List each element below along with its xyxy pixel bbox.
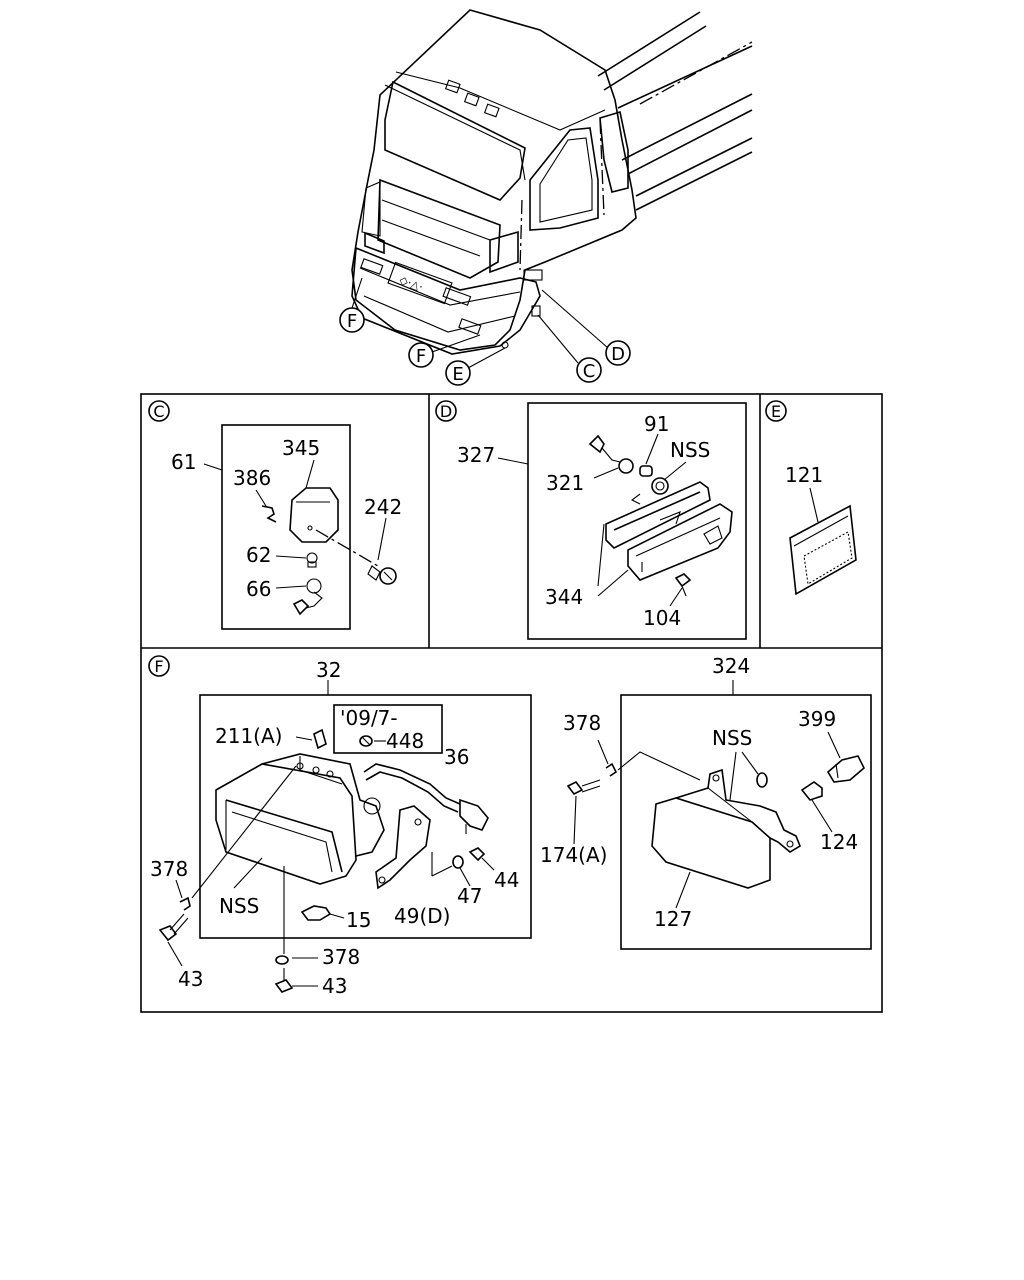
part-345-label: 345	[282, 436, 320, 460]
part-399-label: 399	[798, 707, 836, 731]
part-nss-label: NSS	[670, 438, 710, 462]
turn-signal-lamp	[605, 481, 733, 581]
part-211a-label: 211(A)	[215, 724, 282, 748]
part-127-label: 127	[654, 907, 692, 931]
panel-e-letter: E	[771, 402, 781, 421]
panel-c-letter: C	[153, 402, 164, 421]
bolt-43-left	[158, 913, 189, 942]
callout-f-bottom-label: F	[416, 346, 426, 367]
callout-c: C	[576, 357, 602, 383]
chassis-rails	[597, 11, 753, 211]
panel-d: D	[435, 400, 747, 640]
clip-part	[261, 505, 277, 523]
part-327-label: 327	[457, 443, 495, 467]
part-15-label: 15	[346, 908, 371, 932]
socket-321	[588, 434, 634, 474]
part-344-label: 344	[545, 585, 583, 609]
part-nss-left-label: NSS	[219, 894, 259, 918]
socket-399	[826, 755, 865, 783]
gasket-nss	[651, 477, 669, 495]
bolt-174a	[566, 779, 601, 796]
date-note-box	[333, 704, 443, 754]
panel-c-assembly-box	[221, 424, 351, 630]
fixing-leader	[617, 751, 701, 781]
washer-378-left	[179, 896, 191, 911]
part-242-label: 242	[364, 495, 402, 519]
part-61-label: 61	[171, 450, 196, 474]
bulb-62	[306, 552, 318, 568]
bulb-91	[639, 465, 653, 477]
clip-small	[630, 493, 641, 505]
callout-f-left: F	[339, 307, 365, 333]
socket-66	[292, 578, 323, 616]
part-43-left-label: 43	[178, 967, 203, 991]
part-121-label: 121	[785, 463, 823, 487]
harness-36	[363, 763, 489, 834]
callout-e-label: E	[452, 364, 463, 385]
assembly-324-label: 324	[712, 654, 750, 678]
callout-f-bottom: F	[408, 342, 434, 368]
part-378-left-label: 378	[150, 857, 188, 881]
front-lamp-assembly-box	[620, 694, 872, 950]
part-43-bottom-label: 43	[322, 974, 347, 998]
washer-378-bottom	[275, 955, 289, 965]
fog-lamp-left	[215, 753, 385, 885]
panel-d-letter: D	[440, 402, 452, 421]
cab-body: ◇·△·	[351, 9, 637, 355]
part-378-bottom-label: 378	[322, 945, 360, 969]
assembly-32-label: 32	[316, 658, 341, 682]
bracket-49d	[375, 805, 431, 890]
panel-frames	[140, 393, 883, 1013]
part-104-label: 104	[643, 606, 681, 630]
callout-e: E	[445, 360, 471, 386]
part-378-right-label: 378	[563, 711, 601, 735]
fog-lamp-assembly-box	[199, 694, 532, 939]
bolt-43-bottom	[274, 968, 294, 993]
front-lamp-right	[651, 768, 801, 889]
panel-e: E 121	[765, 400, 857, 596]
part-44-label: 44	[494, 868, 519, 892]
date-note-text: '09/7-	[340, 706, 398, 730]
part-321-label: 321	[546, 471, 584, 495]
part-66-label: 66	[246, 577, 271, 601]
bulb-15	[300, 905, 332, 921]
part-62-label: 62	[246, 543, 271, 567]
screw-242	[315, 529, 397, 585]
part-36-label: 36	[444, 745, 469, 769]
callout-d-label: D	[611, 344, 625, 365]
panel-f: F 32 '09/7- 448	[148, 654, 872, 998]
callout-f-left-label: F	[347, 311, 357, 332]
washer-47	[452, 855, 464, 869]
part-448-icon	[359, 735, 373, 747]
part-47-label: 47	[457, 884, 482, 908]
panel-c: C	[148, 400, 402, 630]
clip-211a	[313, 728, 327, 750]
truck-overview: ◇·△· F F E	[339, 9, 753, 386]
panel-d-assembly-box	[527, 402, 747, 640]
part-386-label: 386	[233, 466, 271, 490]
part-91-label: 91	[644, 412, 669, 436]
side-marker-lamp	[289, 487, 339, 543]
part-124-label: 124	[820, 830, 858, 854]
callout-leaders	[351, 277, 609, 369]
callout-d: D	[605, 340, 631, 366]
svg-text:◇·△·: ◇·△·	[398, 273, 425, 293]
gasket-nss-right	[756, 772, 768, 788]
part-49d-label: 49(D)	[394, 904, 450, 928]
callout-c-label: C	[583, 361, 596, 382]
part-174a-label: 174(A)	[540, 843, 607, 867]
panel-f-letter: F	[154, 657, 163, 676]
reflector-121	[789, 504, 857, 596]
washer-378-right	[605, 762, 618, 777]
part-nss-right-label: NSS	[712, 726, 752, 750]
screw-104	[674, 573, 692, 597]
nut-44	[468, 847, 486, 862]
bulb-124	[800, 781, 823, 801]
part-448-label: 448	[386, 729, 424, 753]
